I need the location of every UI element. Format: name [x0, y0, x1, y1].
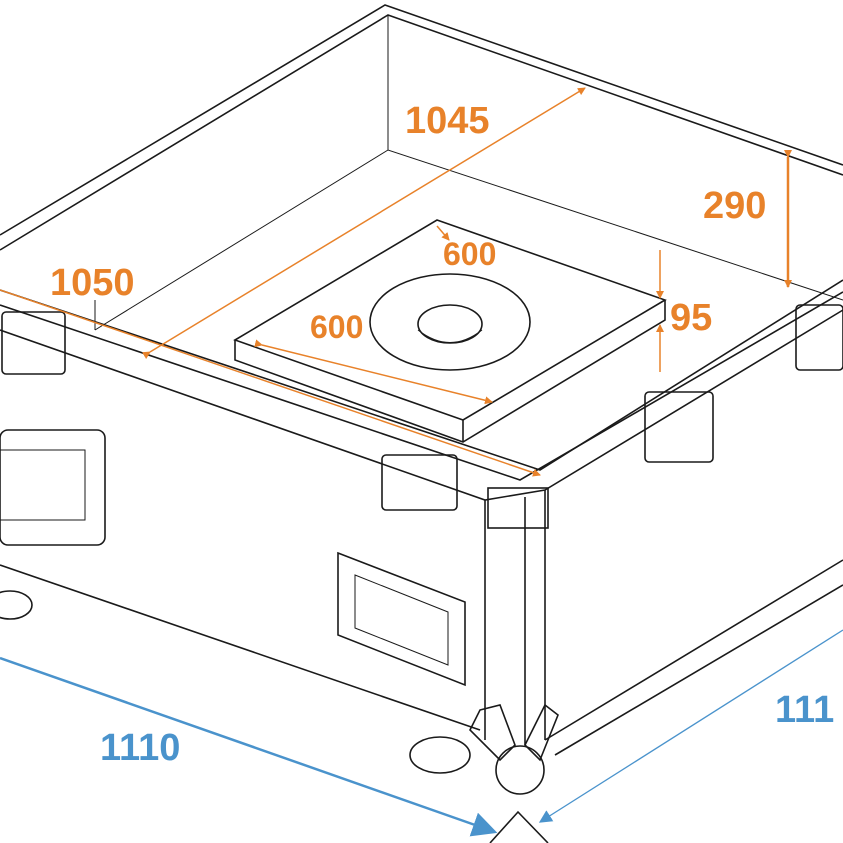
handle-front	[337, 551, 466, 687]
label-platform-depth: 600	[443, 236, 496, 272]
wheel-front	[495, 745, 545, 795]
outer-dimension-lines	[0, 629, 843, 837]
label-platform-width: 600	[310, 309, 363, 345]
wheel-left	[409, 736, 471, 774]
label-inner-width: 1050	[50, 262, 135, 304]
case-body	[0, 304, 843, 843]
label-outer-length: 1110	[100, 727, 180, 769]
inner-dimension-lines	[0, 87, 792, 477]
latch-left	[1, 311, 66, 375]
label-inner-length: 1045	[405, 100, 490, 142]
case-rim	[0, 4, 843, 501]
label-outer-width: 111	[775, 689, 834, 731]
case-interior	[94, 15, 843, 331]
latch-right	[795, 304, 843, 371]
latch-front	[381, 454, 458, 511]
handle-left	[0, 429, 106, 546]
label-platform-height: 95	[670, 297, 712, 339]
label-inner-height: 290	[703, 185, 766, 227]
latch-right-front	[644, 391, 714, 463]
